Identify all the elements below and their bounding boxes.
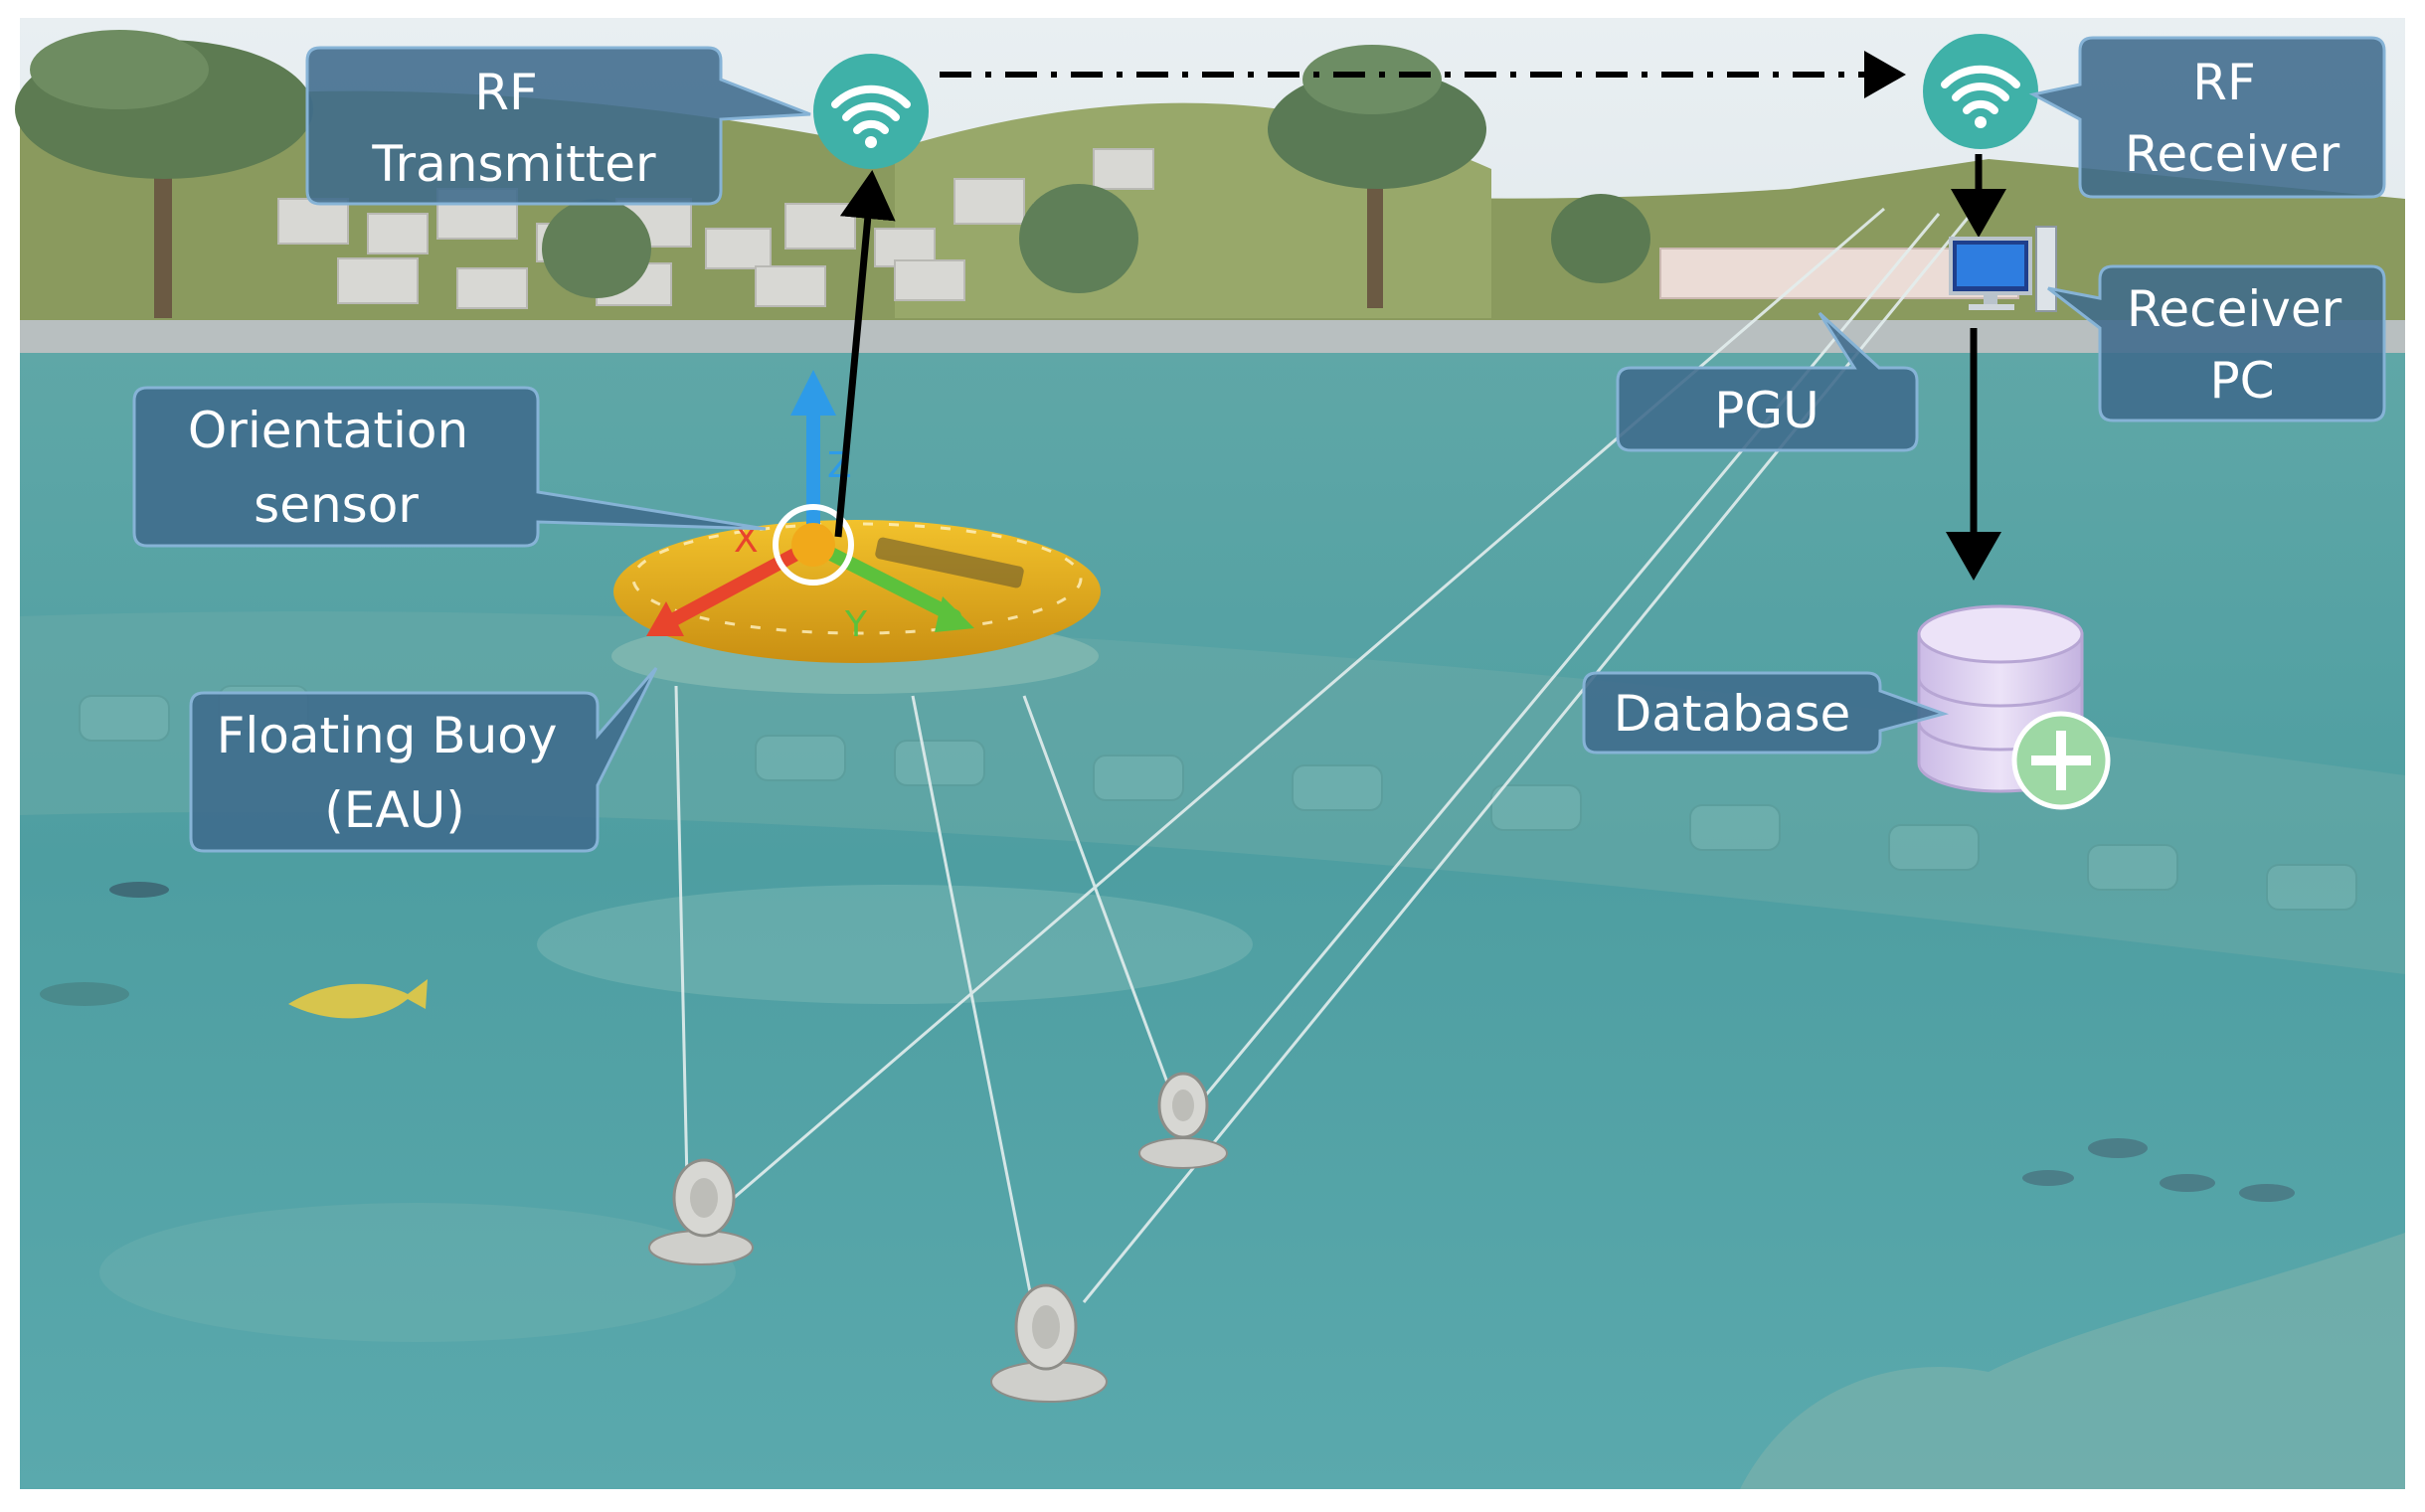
svg-text:RF Receiver: RF Receiver [2125,54,2340,183]
callout-rf-transmitter-line1: RF [474,64,538,121]
fish-icon [2160,1174,2215,1192]
svg-text:Floating Buoy (EAU): Floating Buoy (EAU) [217,707,574,839]
generator-unit-icon [1138,1072,1228,1169]
fish [40,882,2295,1202]
callout-receiver-pc-line2: PC [2209,352,2274,410]
coral [1740,1233,2405,1489]
callout-floating-buoy-line2: (EAU) [324,781,464,839]
svg-text:Receiver PC: Receiver PC [2127,280,2357,410]
plus-icon [2011,711,2111,810]
wifi-icon [1923,34,2038,149]
sensor-to-transmitter-arrow [834,170,896,538]
rf-transmitter-node [813,54,929,169]
fish-icon [2022,1170,2074,1186]
fish-icon [2239,1184,2295,1202]
orientation-sensor-marker [773,504,854,586]
signal-connections [834,51,2006,581]
generator-unit-icon [648,1158,754,1265]
callout-database: Database [1582,671,1950,755]
fish-icon [109,882,169,898]
callout-rf-receiver-line2: Receiver [2125,125,2340,183]
floating-buoy [611,520,1101,694]
callout-pgu-line1: PGU [1714,382,1819,439]
callout-rf-transmitter: RF Transmitter [305,46,811,206]
trees [15,30,1650,318]
callout-receiver-pc-line1: Receiver [2127,280,2342,338]
orientation-axes: X Y Z [646,370,974,645]
callout-floating-buoy: Floating Buoy (EAU) [189,667,658,853]
seabed-generator-units [648,1072,1228,1403]
axis-y-label: Y [844,604,868,645]
database-icon [1917,604,2111,810]
fish-icon [2088,1138,2148,1158]
desktop-pc-icon [1949,226,2057,312]
svg-text:RF Transmitter: RF Transmitter [371,64,656,193]
buoy-icon [613,520,1101,663]
fish-icon [288,979,428,1019]
svg-text:Database: Database [1614,685,1851,743]
callout-database-line1: Database [1614,685,1851,743]
axis-x-arrow [654,538,820,633]
callout-orientation-sensor: Orientation sensor [132,386,767,548]
svg-text:Orientation sensor: Orientation sensor [188,402,484,534]
callout-orientation-sensor-line1: Orientation [188,402,468,459]
callout-rf-receiver: RF Receiver [2028,36,2386,199]
wifi-icon [813,54,929,169]
callout-floating-buoy-line1: Floating Buoy [217,707,558,764]
callout-rf-transmitter-line2: Transmitter [371,135,656,193]
callout-pgu: PGU [1616,311,1919,452]
axis-y-arrow [806,538,961,623]
generator-unit-icon [990,1283,1108,1403]
callout-rf-receiver-line1: RF [2192,54,2256,111]
callout-orientation-sensor-line2: sensor [254,476,419,534]
svg-text:PGU: PGU [1714,382,1819,439]
fish-icon [40,982,129,1006]
callout-receiver-pc: Receiver PC [2047,264,2386,422]
rf-receiver-node [1923,34,2038,149]
